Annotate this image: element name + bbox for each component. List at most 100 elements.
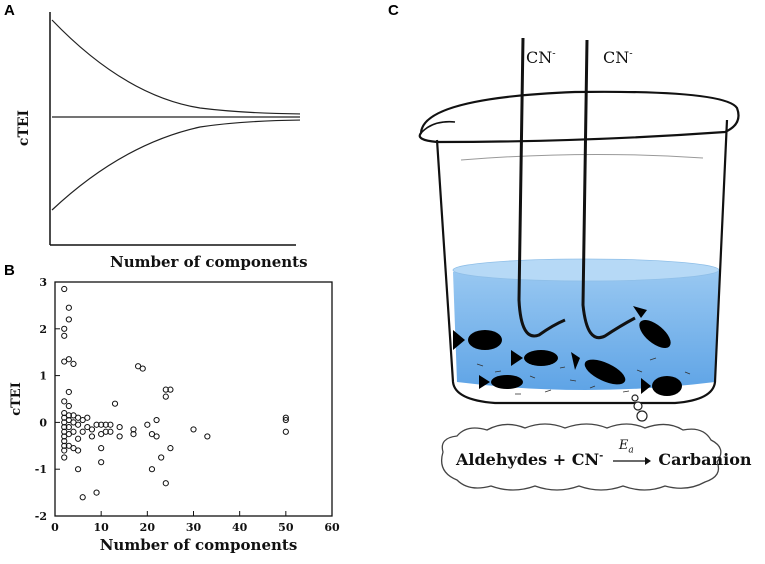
data-point [162,386,169,393]
data-point [153,416,160,424]
x-tick-label: 30 [186,521,202,534]
bubbles [631,394,648,422]
data-point [102,421,109,428]
data-point [84,414,91,421]
data-point [61,423,68,431]
beaker-diagram [418,37,740,491]
x-tick-label: 60 [324,521,340,534]
data-point [144,421,151,428]
data-point [79,494,86,501]
equation-right: Carbanion [658,450,752,469]
data-point [65,423,72,431]
panel-a-xlabel: Number of components [110,253,308,271]
data-point [61,442,68,449]
equation-arrow: Ea [609,438,653,469]
y-tick-label: 3 [39,276,47,289]
data-point [162,480,169,487]
y-tick-label: -1 [35,463,47,476]
data-point [148,466,156,473]
data-point [74,447,82,454]
data-point [88,426,96,433]
data-point [167,386,174,393]
data-point [190,426,197,433]
data-point [61,398,68,405]
data-point [116,423,123,431]
equation-left: Aldehydes + CN [456,450,600,469]
data-point [61,454,68,461]
data-point [107,421,114,428]
plot-frame [54,281,333,517]
beaker-rim [418,90,740,144]
data-point [65,402,72,410]
data-point [74,466,82,473]
data-point [79,428,86,435]
data-point [98,459,105,466]
y-tick-label: 1 [39,370,47,383]
panel-a-upper-curve [51,19,300,115]
x-tick-label: 50 [278,521,294,534]
panel-a-lower-curve [51,119,300,211]
data-point [70,360,77,368]
data-point [74,435,82,442]
data-point [111,400,119,407]
data-point [102,428,109,435]
data-point [162,393,169,400]
data-point [61,438,68,445]
data-point [98,445,105,452]
x-tick-label: 40 [232,521,248,534]
y-tick-label: 2 [39,323,47,336]
data-point [65,356,72,363]
data-point [65,304,72,311]
data-point [204,433,211,440]
wire-left-label: CN- [526,48,556,67]
equation-cloud [440,423,722,491]
data-point [282,428,289,435]
data-point [65,412,72,419]
wire-right [581,39,636,339]
panel-a-plot [49,12,300,246]
data-point [74,421,82,428]
beaker-body [435,119,729,405]
beaker-inner-line [460,153,704,161]
data-point [65,316,72,323]
data-point [70,428,77,435]
y-axis-label: cTEI [9,382,24,416]
fish-icon [453,306,682,396]
panel-b-letter: B [4,262,15,279]
particles [476,357,691,395]
data-point [61,332,68,339]
data-point [116,433,123,440]
data-point [139,365,146,372]
data-point [153,433,160,440]
data-point [98,421,105,428]
x-tick-label: 0 [51,521,59,534]
beaker-spout [420,120,456,134]
data-point [282,416,289,424]
panel-a-letter: A [4,2,15,19]
data-point [61,285,68,293]
data-point [158,454,165,461]
panel-a-ylabel: cTEI [16,109,33,147]
x-tick-label: 10 [94,521,110,534]
data-point [93,489,100,496]
y-tick-label: 0 [39,416,47,429]
wire-left [517,37,566,338]
panel-c-letter: C [388,2,399,19]
data-point [107,428,114,435]
equation-sup: - [599,450,604,462]
data-point [130,431,137,438]
y-tick-label: -2 [35,510,47,523]
data-point [61,325,68,332]
x-tick-label: 20 [140,521,156,534]
equation: Aldehydes + CN- Ea Carbanion [456,438,752,469]
wire-right-label: CN- [603,48,633,67]
data-point [130,426,137,433]
data-point [65,388,72,396]
data-point [88,433,96,440]
data-point [282,414,289,421]
data-point [93,421,100,428]
data-point [167,445,174,452]
liquid-surface [452,258,720,282]
x-axis-label: Number of components [100,536,298,554]
